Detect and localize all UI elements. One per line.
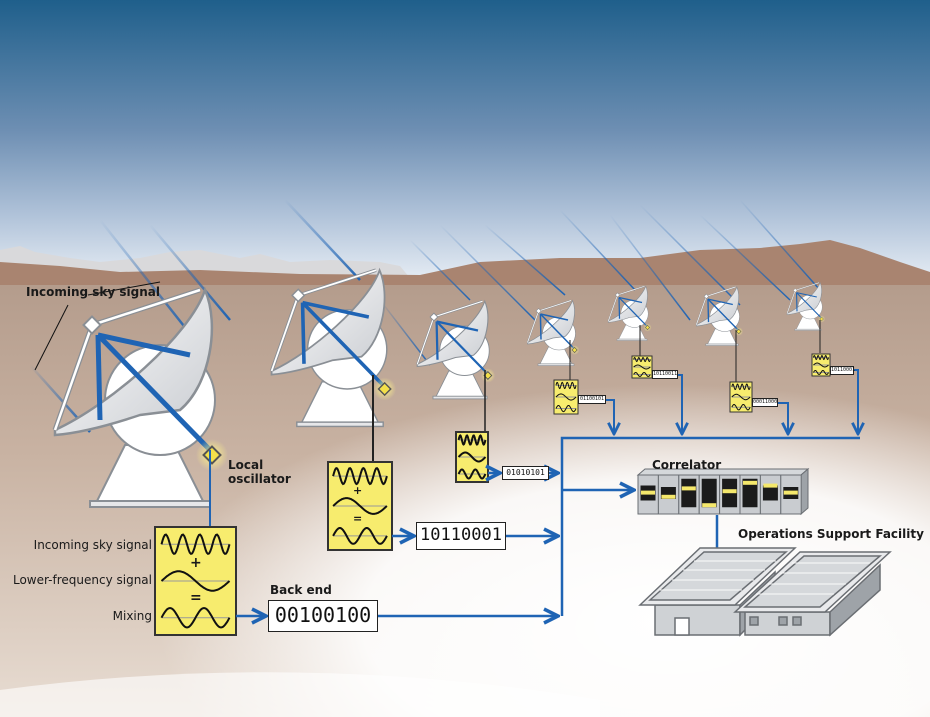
oscillator-wires: [209, 320, 821, 527]
antenna-1: [52, 286, 228, 508]
lower-frequency-wave: [813, 362, 829, 368]
antenna-2: [269, 267, 397, 428]
mixer-2-plus-sign: +: [353, 484, 363, 497]
local-oscillator-icon: [483, 371, 493, 380]
digital-output-antenna-3: 01010101: [502, 466, 549, 480]
subreflector: [535, 308, 542, 314]
mixer-1: [154, 526, 237, 636]
antenna-array: [52, 267, 826, 508]
local-oscillator-icon: [819, 316, 824, 322]
digital-output-antenna-2: 10110001: [416, 522, 506, 550]
antenna-4: [526, 299, 580, 366]
mixed-wave: [160, 607, 231, 629]
mixed-wave: [813, 370, 829, 375]
dish: [416, 299, 489, 368]
local-oscillator-label: Local oscillator: [228, 458, 291, 486]
mixer-boxes: [154, 353, 831, 636]
digital-output-antenna-7: 10110001: [830, 366, 856, 375]
dish: [53, 286, 214, 437]
mixed-wave: [457, 468, 487, 480]
local-oscillator-icon: [645, 325, 650, 330]
correlator-rack: [636, 467, 810, 516]
local-oscillator-icon: [202, 445, 222, 465]
digital-output-antenna-6: 00011000: [752, 398, 778, 407]
digital-output-antenna-4: 01100101: [578, 395, 606, 404]
mixed-wave: [555, 405, 577, 413]
incoming-wave: [633, 357, 651, 363]
subreflector: [429, 312, 439, 322]
mixer-equals-sign: =: [190, 590, 202, 606]
lower-frequency-wave: [332, 497, 388, 515]
operations-support-facility-label: Operations Support Facility: [738, 527, 924, 541]
correlator-label: Correlator: [652, 458, 722, 472]
lower-frequency-wave: [633, 364, 651, 370]
bottom-fade: [0, 672, 600, 717]
incoming-signal-callout: [34, 281, 161, 371]
antenna-3: [416, 299, 496, 400]
subreflector: [82, 315, 102, 335]
lower-frequency-wave: [457, 451, 487, 463]
subreflector: [291, 288, 306, 303]
dish: [786, 281, 822, 315]
incoming-wave: [731, 383, 751, 391]
antenna-5: [607, 285, 652, 341]
mixer-2: [327, 461, 393, 551]
incoming-wave: [332, 467, 388, 486]
legend-lower-frequency-signal: Lower-frequency signal: [12, 573, 152, 587]
solar-panel-grid: [660, 560, 870, 595]
digital-output-antenna-5: 10110011: [652, 370, 678, 379]
legend-mixing: Mixing: [112, 609, 152, 623]
subreflector: [793, 288, 798, 293]
local-oscillator-icon: [571, 347, 578, 353]
dish: [527, 299, 575, 345]
dish: [607, 285, 648, 323]
mixed-wave: [633, 372, 651, 377]
mixer-plus-sign: +: [190, 555, 202, 571]
incoming-wave: [555, 381, 577, 390]
lower-frequency-wave: [555, 393, 577, 401]
antenna-7: [786, 281, 826, 331]
signal-flow-lines: [236, 369, 860, 616]
local-oscillator-icon: [377, 381, 392, 397]
lower-frequency-wave: [731, 393, 751, 401]
mixer-6: [729, 381, 753, 413]
mixer-3: [455, 431, 489, 483]
mixer-7: [811, 353, 831, 377]
subreflector: [615, 292, 620, 298]
mixed-wave: [332, 527, 388, 545]
digital-output-antenna-1: 00100100: [268, 600, 378, 632]
sky-background: [0, 0, 930, 290]
mixed-wave: [731, 404, 751, 411]
lower-frequency-wave: [160, 570, 231, 592]
antenna-6: [695, 286, 744, 346]
dish: [696, 286, 739, 327]
local-oscillator-icon: [736, 328, 742, 335]
incoming-wave: [457, 434, 487, 446]
mixer-4: [553, 379, 579, 415]
incoming-wave: [812, 355, 830, 361]
incoming-wave: [160, 533, 231, 556]
dish: [270, 267, 386, 376]
back-end-label: Back end: [270, 583, 332, 597]
incoming-sky-signal-label: Incoming sky signal: [26, 285, 161, 299]
mixer-5: [631, 355, 653, 379]
legend-incoming-sky-signal: Incoming sky signal: [33, 538, 152, 552]
subreflector: [703, 293, 710, 300]
mixer-2-equals-sign: =: [353, 512, 363, 525]
mountains-brown: [0, 240, 930, 290]
